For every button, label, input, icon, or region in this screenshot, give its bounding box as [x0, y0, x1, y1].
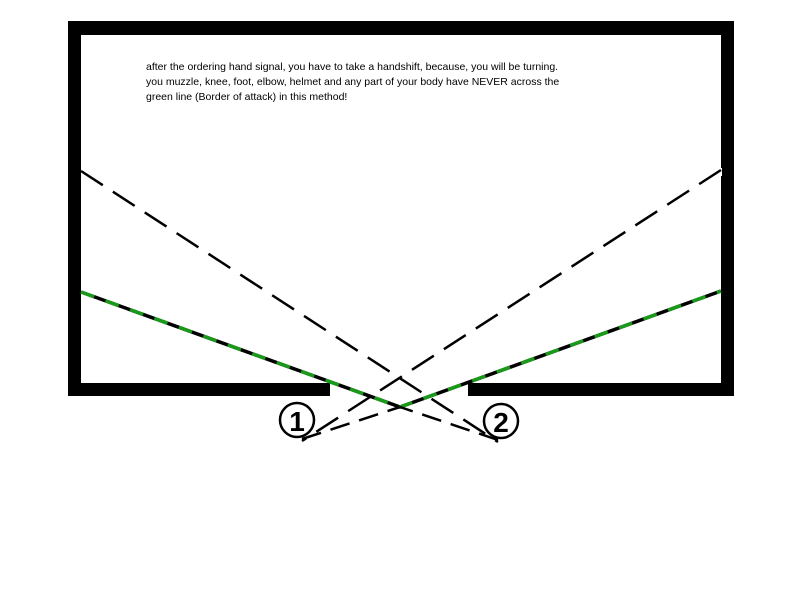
marker-2-circle — [482, 402, 520, 440]
caption-line-1: after the ordering hand signal, you have… — [146, 61, 559, 73]
wall-bottom-left — [68, 383, 330, 396]
marker-2-label: 2 — [493, 407, 509, 438]
instruction-caption: after the ordering hand signal, you have… — [146, 60, 606, 105]
wall-bottom-right — [468, 383, 734, 396]
fire-line-left-wall — [80, 169, 499, 444]
wall-top — [68, 21, 734, 35]
caption-line-2: you muzzle, knee, foot, elbow, helmet an… — [146, 76, 560, 88]
fire-lines — [80, 168, 722, 444]
marker-1-circle — [278, 401, 316, 439]
room-walls — [68, 21, 734, 396]
fire-line-right-wall — [301, 168, 722, 443]
caption-line-3: green line (Border of attack) in this me… — [146, 91, 348, 103]
marker-1: 1 — [278, 401, 316, 439]
fire-line-to-border — [301, 405, 401, 441]
wall-left — [68, 21, 81, 396]
fire-line-to-border-2 — [399, 405, 499, 442]
wall-right — [721, 21, 734, 396]
marker-1-label: 1 — [289, 406, 305, 437]
marker-2: 2 — [482, 402, 520, 440]
